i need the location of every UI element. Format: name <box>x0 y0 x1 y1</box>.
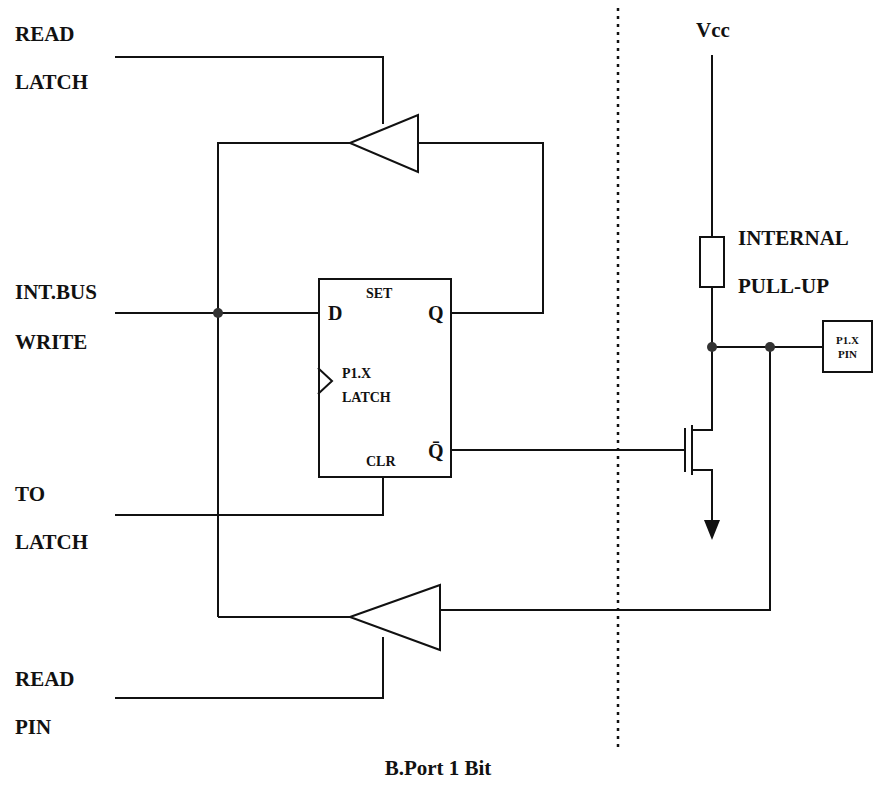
pin-label: Q <box>428 302 450 325</box>
pin-box: P1.X PIN <box>822 320 873 373</box>
signal-label: READ LATCH <box>15 10 115 106</box>
latch-box: D SET Q P1.X LATCH CLR Q̄ <box>318 278 452 478</box>
figure-caption: B.Port 1 Bit <box>385 756 492 781</box>
latch-name: P1.X LATCH <box>342 362 412 410</box>
signal-label: INTERNAL PULL-UP <box>738 214 872 310</box>
pin-label: CLR <box>366 454 406 470</box>
signal-label: READ PIN <box>15 655 115 751</box>
pin-label: Q̄ <box>428 440 450 463</box>
pin-label: D <box>328 302 348 325</box>
signal-label: WRITE <box>15 318 125 366</box>
pin-label: P1.X PIN <box>826 333 870 361</box>
signal-label: TO LATCH <box>15 470 115 566</box>
signal-label: Vcc <box>696 6 756 54</box>
pin-label: SET <box>366 286 406 302</box>
signal-label: INT.BUS <box>15 268 125 316</box>
